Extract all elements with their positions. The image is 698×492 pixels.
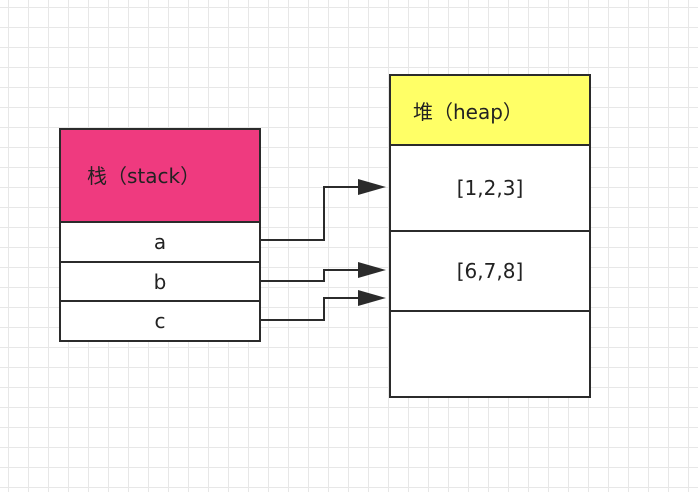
arrowhead-b <box>358 262 386 278</box>
stack-cell-b: b <box>59 261 261 303</box>
heap-cell-label: [1,2,3] <box>456 176 524 200</box>
arrowhead-c <box>358 290 386 306</box>
stack-cell-c: c <box>59 300 261 342</box>
arrow-b-to-heap-2 <box>261 269 360 282</box>
heap-header-label: 堆（heap） <box>413 99 523 124</box>
stack-cell-a: a <box>59 221 261 263</box>
heap-cell-label: [6,7,8] <box>456 259 524 283</box>
heap-header: 堆（heap） <box>389 74 591 146</box>
heap-cell-3 <box>389 310 591 398</box>
stack-cell-label: c <box>154 309 166 333</box>
stack-cell-label: b <box>153 270 167 294</box>
arrow-a-to-heap-1 <box>261 186 360 241</box>
stack-header-label: 栈（stack） <box>87 164 201 188</box>
stack-header: 栈（stack） <box>59 128 261 223</box>
heap-cell-1: [1,2,3] <box>389 144 591 232</box>
arrowhead-a <box>358 179 386 195</box>
stack-cell-label: a <box>153 230 167 254</box>
heap-cell-2: [6,7,8] <box>389 230 591 312</box>
arrow-c-to-heap-2 <box>261 297 360 321</box>
